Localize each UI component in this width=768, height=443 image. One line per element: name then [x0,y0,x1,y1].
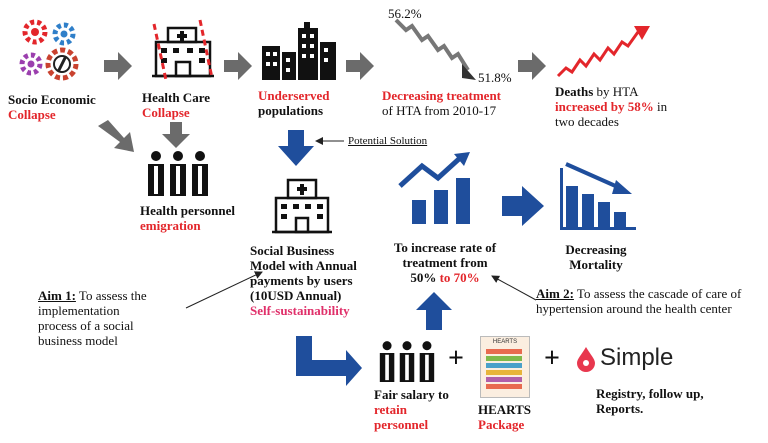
socio-economic-label: Socio Economic Collapse [8,92,96,122]
aim-1-line-2: implementation [38,303,120,318]
pct-high: 56.2% [388,6,422,21]
increase-treatment-label: To increase rate of treatment from 50% t… [380,240,510,285]
health-care-collapse-label: Health Care Collapse [142,90,210,120]
social-line-3: payments by users [250,273,353,288]
hearts-package-document: HEARTS [480,336,530,398]
doctors-icon [379,341,435,382]
increase-line-2: treatment from [402,255,488,270]
emigration-line-1: Health personnel [140,203,235,218]
decreasing-treatment-label: Decreasing treatment of HTA from 2010-17 [382,88,501,118]
decreasing-line-1: Decreasing treatment [382,88,502,103]
aim-2-line-2: hypertension around the health center [536,301,732,316]
aim-1-line-4: business model [38,333,118,348]
aim-1-text: Aim 1: To assess the implementation proc… [38,288,198,348]
deaths-increase: increased by 58% [555,99,654,114]
salary-line-1: Fair salary to [374,387,449,402]
aim-2-label: Aim 2: [536,286,574,301]
falling-bar-chart-icon [560,162,636,230]
social-line-1: Social Business [250,243,335,258]
emigration-line-2: emigration [140,218,201,233]
health-line-2: Collapse [142,105,190,120]
social-business-model-label: Social Business Model with Annual paymen… [250,243,357,318]
mortality-line-2: Mortality [569,257,623,272]
simple-brand: Simple [600,344,674,371]
increase-to: to 70% [439,270,480,285]
hearts-line-2: Package [478,417,525,432]
plus-sign: + [544,343,560,374]
registry-line-1: Registry, follow up, [596,386,704,401]
decreasing-mortality-label: Decreasing Mortality [548,242,644,272]
hospital-icon [152,19,214,81]
underserved-populations-label: Underserved populations [258,88,330,118]
drop-icon [577,347,595,372]
aim-1-line-1: To assess the [75,288,147,303]
rising-bar-chart-icon [398,152,470,224]
increase-from: 50% [410,270,440,285]
gears-icon [19,19,79,81]
health-line-1: Health Care [142,90,210,105]
potential-solution-label: Potential Solution [348,135,428,147]
health-personnel-emigration-label: Health personnel emigration [140,203,235,233]
deaths-in: in [653,99,668,114]
aim-1-label: Aim 1: [38,288,76,303]
salary-line-2: retain [374,402,407,417]
hospital-icon [272,178,332,234]
increase-line-1: To increase rate of [393,240,497,255]
plus-sign: + [448,343,464,374]
mortality-line-1: Decreasing [565,242,627,257]
deaths-line-3: two decades [555,114,619,129]
hearts-package-label: HEARTS Package [478,402,531,432]
rising-trend-icon [556,26,650,78]
deaths-word: Deaths [555,84,594,99]
social-line-2: Model with Annual [250,258,357,273]
aim-2-line-1: To assess the cascade of care of [573,286,742,301]
underserved-line-2: populations [258,103,324,118]
deaths-by: by HTA [593,84,639,99]
decreasing-line-2: of HTA from 2010-17 [382,103,497,118]
registry-label: Registry, follow up, Reports. [596,386,704,416]
social-line-5: Self-sustainability [250,303,350,318]
fair-salary-label: Fair salary to retain personnel [374,387,449,432]
city-buildings-icon [262,22,336,80]
aim-2-text: Aim 2: To assess the cascade of care of … [536,286,768,316]
declining-trend-icon [394,18,476,80]
registry-line-2: Reports. [596,401,644,416]
socio-line-1: Socio Economic [8,92,96,107]
deaths-label: Deaths by HTA increased by 58% in two de… [555,84,695,129]
aim-1-line-3: process of a social [38,318,134,333]
underserved-line-1: Underserved [258,88,330,103]
salary-line-3: personnel [374,417,429,432]
socio-line-2: Collapse [8,107,56,122]
doctors-icon [148,151,208,196]
pct-low: 51.8% [478,70,512,85]
social-line-4: (10USD Annual) [250,288,342,303]
hearts-line-1: HEARTS [478,402,532,417]
hearts-document-title: HEARTS [492,339,518,345]
